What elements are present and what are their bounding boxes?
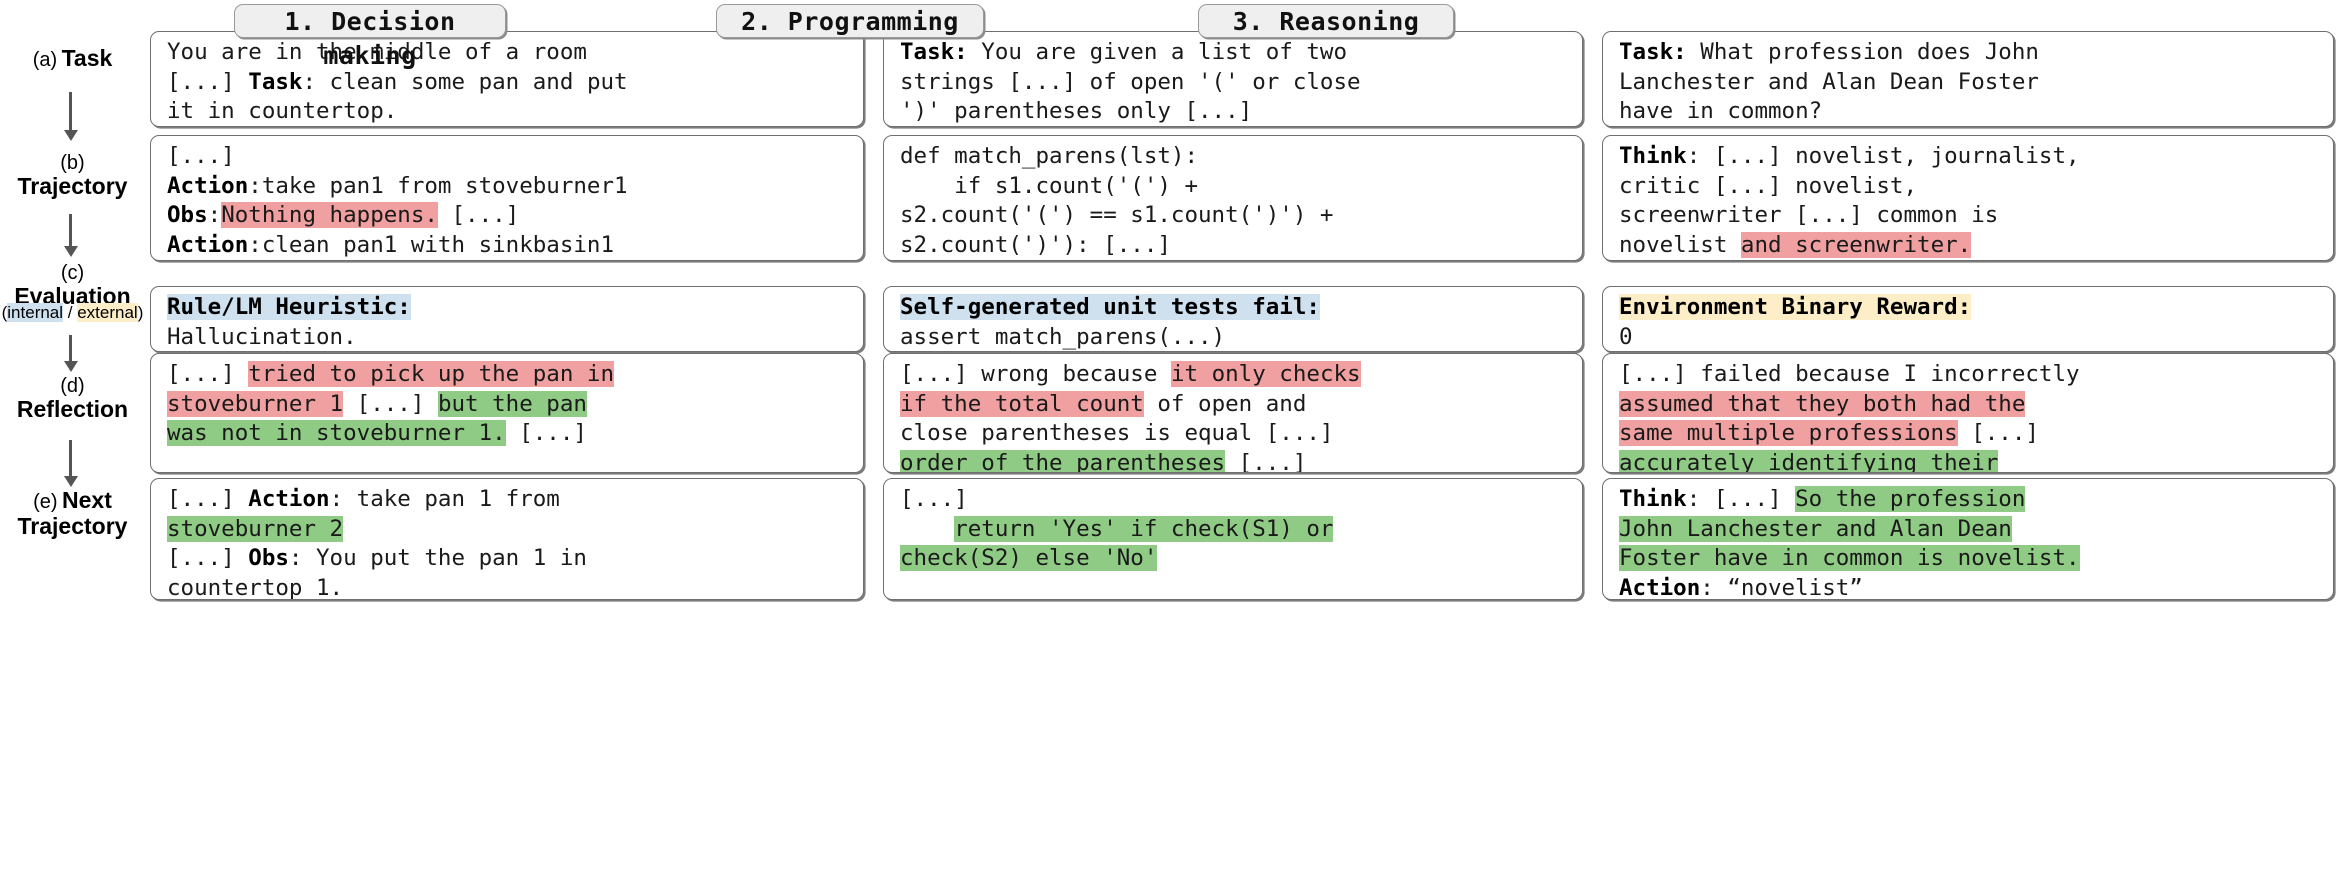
row-label-task: (a) Task bbox=[0, 45, 145, 72]
arrow-evaluation-to-reflection bbox=[63, 335, 78, 372]
cell-task-decision-making: You are in the middle of a room [...] Ta… bbox=[150, 31, 864, 127]
cell-text: [...] wrong because it only checks if th… bbox=[900, 360, 1568, 472]
content-grid: You are in the middle of a room [...] Ta… bbox=[146, 0, 2340, 877]
note-close-paren: ) bbox=[137, 303, 144, 322]
row-name-trajectory: Trajectory bbox=[17, 173, 128, 200]
cell-text: Self-generated unit tests fail: assert m… bbox=[900, 294, 1320, 350]
row-tag-c: (c) bbox=[60, 262, 85, 284]
cell-evaluation-programming: Self-generated unit tests fail: assert m… bbox=[883, 286, 1583, 352]
cell-next-decision-making: [...] Action: take pan 1 from stoveburne… bbox=[150, 478, 864, 600]
cell-text: [...] failed because I incorrectly assum… bbox=[1619, 360, 2319, 472]
row-label-column: (a) Task (b) Trajectory (c) Evaluation (… bbox=[0, 0, 145, 877]
row-tag-e: (e) bbox=[33, 491, 58, 513]
evaluation-internal-external-note: (internal / external) bbox=[0, 303, 145, 323]
row-label-reflection: (d) Reflection bbox=[0, 375, 145, 423]
arrow-reflection-to-next bbox=[63, 440, 78, 487]
cell-text: [...] return 'Yes' if check(S1) or check… bbox=[900, 486, 1334, 571]
cell-trajectory-programming: def match_parens(lst): if s1.count('(') … bbox=[883, 135, 1583, 261]
row-name-next: Next bbox=[62, 487, 112, 513]
column-header-reasoning: 3. Reasoning bbox=[1198, 4, 1454, 38]
note-external: external bbox=[77, 303, 138, 322]
row-name-reflection: Reflection bbox=[16, 396, 129, 423]
cell-text: Think: [...] novelist, journalist, criti… bbox=[1619, 143, 2080, 258]
arrow-trajectory-to-evaluation bbox=[63, 214, 78, 257]
column-headers: 1. Decision making 2. Programming 3. Rea… bbox=[0, 4, 2340, 70]
cell-next-programming: [...] return 'Yes' if check(S1) or check… bbox=[883, 478, 1583, 600]
note-open-paren: ( bbox=[1, 303, 8, 322]
row-tag-b: (b) bbox=[60, 152, 85, 174]
cell-text: Task: What profession does John Lanchest… bbox=[1619, 39, 2039, 124]
note-internal: internal bbox=[7, 303, 64, 322]
cell-text: Think: [...] So the profession John Lanc… bbox=[1619, 486, 2080, 600]
row-tag-a: (a) bbox=[32, 49, 58, 71]
cell-reflection-programming: [...] wrong because it only checks if th… bbox=[883, 353, 1583, 473]
cell-text: Task: You are given a list of two string… bbox=[900, 39, 1361, 124]
cell-reflection-decision-making: [...] tried to pick up the pan in stoveb… bbox=[150, 353, 864, 473]
cell-evaluation-decision-making: Rule/LM Heuristic: Hallucination. bbox=[150, 286, 864, 352]
row-name-task: Task bbox=[61, 45, 113, 71]
cell-text: Environment Binary Reward: 0 bbox=[1619, 294, 1972, 350]
cell-trajectory-decision-making: [...] Action:take pan1 from stoveburner1… bbox=[150, 135, 864, 261]
note-separator: / bbox=[63, 303, 78, 322]
cell-text: Rule/LM Heuristic: Hallucination. bbox=[167, 294, 411, 350]
column-header-decision-making: 1. Decision making bbox=[234, 4, 506, 70]
cell-text: [...] Action: take pan 1 from stoveburne… bbox=[167, 486, 587, 600]
cell-task-programming: Task: You are given a list of two string… bbox=[883, 31, 1583, 127]
arrow-task-to-trajectory bbox=[63, 92, 78, 141]
cell-task-reasoning: Task: What profession does John Lanchest… bbox=[1602, 31, 2334, 127]
column-header-programming: 2. Programming bbox=[716, 4, 984, 38]
row-tag-d: (d) bbox=[60, 375, 85, 397]
cell-text: def match_parens(lst): if s1.count('(') … bbox=[900, 142, 1568, 260]
row-name-next-2: Trajectory bbox=[17, 512, 128, 539]
cell-text: [...] tried to pick up the pan in stoveb… bbox=[167, 361, 615, 446]
cell-text: You are in the middle of a room [...] Ta… bbox=[167, 39, 628, 124]
cell-text: [...] Action:take pan1 from stoveburner1… bbox=[167, 143, 628, 258]
cell-reflection-reasoning: [...] failed because I incorrectly assum… bbox=[1602, 353, 2334, 473]
cell-evaluation-reasoning: Environment Binary Reward: 0 bbox=[1602, 286, 2334, 352]
row-label-next-trajectory: (e) Next Trajectory bbox=[0, 487, 145, 540]
row-label-trajectory: (b) Trajectory bbox=[0, 152, 145, 200]
cell-next-reasoning: Think: [...] So the profession John Lanc… bbox=[1602, 478, 2334, 600]
cell-trajectory-reasoning: Think: [...] novelist, journalist, criti… bbox=[1602, 135, 2334, 261]
